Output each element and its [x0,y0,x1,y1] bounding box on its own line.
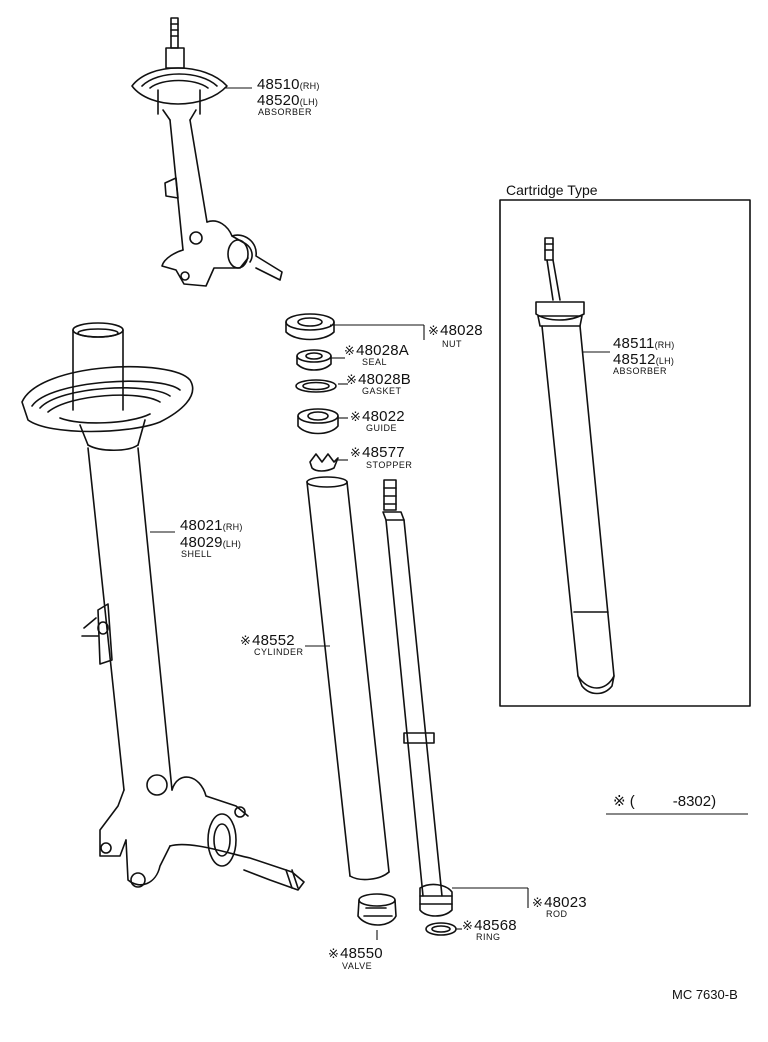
ring-number: ※48568 [462,917,517,934]
rod-part [382,479,453,917]
cylinder-name: CYLINDER [254,647,304,657]
guide-part [297,408,339,435]
valve-part [357,893,397,926]
cartridge-lh-number: 48512(LH) [613,351,675,368]
seal-part [296,349,332,371]
valve-number: ※48550 [328,945,383,962]
cartridge-absorber-part [535,237,615,695]
cylinder-number: ※48552 [240,632,295,649]
cartridge-box [499,199,751,707]
absorber-name: ABSORBER [258,107,313,117]
drawing-code: MC 7630-B [672,987,738,1002]
rod-name: ROD [546,909,568,919]
nut-part [285,313,335,341]
gasket-number: ※48028B [346,371,412,388]
guide-number: ※48022 [350,408,405,425]
nut-number: ※48028 [428,322,483,339]
stopper-name: STOPPER [366,460,413,470]
ring-part [425,922,457,936]
nut-name: NUT [442,339,462,349]
large-shell-assembly [21,322,305,891]
applicability-note: ※ (-8302) [613,793,717,810]
absorber-lh-number: 48520(LH) [257,92,319,109]
seal-number: ※48028A [344,342,410,359]
absorber-rh-number: 48510(RH) [257,76,320,93]
ring-name: RING [476,932,501,942]
stopper-part [309,453,339,472]
leader-lines [150,87,748,940]
seal-name: SEAL [362,357,388,367]
rod-number: ※48023 [532,894,587,911]
stopper-number: ※48577 [350,444,405,461]
gasket-part [295,379,337,393]
shell-lh-number: 48029(LH) [180,534,242,551]
cartridge-type-title: Cartridge Type [506,182,598,198]
small-strut-assembly [131,17,283,287]
cartridge-rh-number: 48511(RH) [613,335,675,352]
guide-name: GUIDE [366,423,398,433]
cartridge-name: ABSORBER [613,366,668,376]
gasket-name: GASKET [362,386,402,396]
valve-name: VALVE [342,961,373,971]
shell-rh-number: 48021(RH) [180,517,243,534]
shell-name: SHELL [181,549,213,559]
cylinder-part [306,476,390,881]
